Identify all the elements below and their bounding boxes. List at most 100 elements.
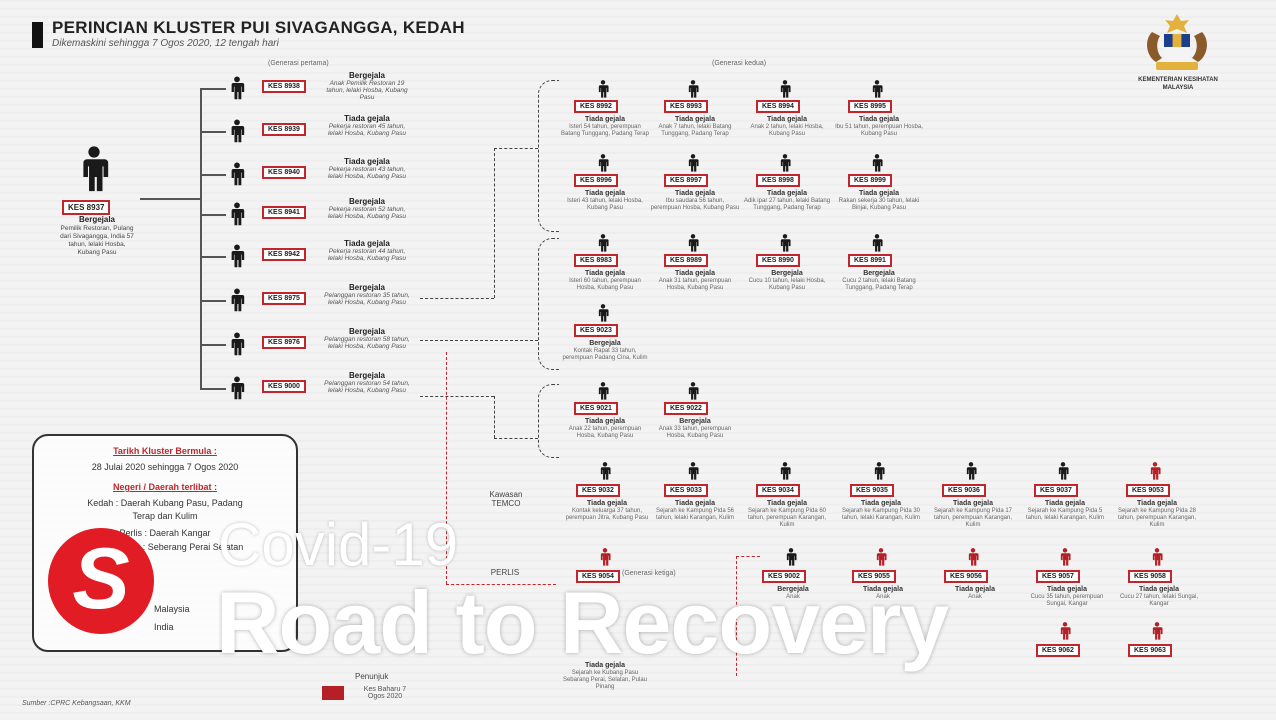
- case-detail: Pekerja restoran 44 tahun, lelaki Hosba,…: [327, 248, 407, 262]
- case-tag: KES 8996: [574, 174, 618, 187]
- case-detail: Pekerja restoran 43 tahun, lelaki Hosba,…: [327, 166, 407, 180]
- case-status: Tiada gejala: [767, 116, 807, 123]
- person-icon: [598, 234, 609, 252]
- person-icon: [1060, 548, 1071, 566]
- case-detail: Kontak keluarga 37 tahun, perempuan Jitr…: [565, 508, 649, 521]
- connector-line: [200, 174, 226, 176]
- source-credit: Sumber :CPRC Kebangsaan, KKM: [22, 700, 131, 707]
- person-icon: [872, 154, 883, 172]
- case-status: Tiada gejala: [585, 116, 625, 123]
- case-status: Tiada gejala: [675, 270, 715, 277]
- person-icon: [598, 304, 609, 322]
- case-detail: Anak: [876, 594, 890, 600]
- page-title: PERINCIAN KLUSTER PUI SIVAGANGGA, KEDAH: [52, 18, 465, 37]
- case-tag: KES 9021: [574, 402, 618, 415]
- person-icon: [780, 462, 791, 480]
- case-detail: Isteri 54 tahun, perempuan Batang Tungga…: [561, 124, 649, 137]
- case-detail: Pekerja restoran 45 tahun, lelaki Hosba,…: [327, 123, 407, 137]
- overlay-title-covid: Covid-19: [218, 511, 459, 578]
- case-tag: KES 9022: [664, 402, 708, 415]
- person-icon: [872, 80, 883, 98]
- case-tag: KES 9054: [576, 570, 620, 583]
- legend-text: Kes Baharu 7 Ogos 2020: [363, 686, 407, 700]
- connector-line: [200, 300, 226, 302]
- case-tag: KES 8975: [262, 292, 306, 305]
- person-icon: [688, 462, 699, 480]
- case-status: Tiada gejala: [861, 500, 901, 507]
- case-tag: KES 8942: [262, 248, 306, 261]
- red-dash-connector: [446, 584, 556, 585]
- info-state-perlis: Perlis : Daerah Kangar: [119, 528, 211, 538]
- dash-connector: [420, 340, 538, 341]
- info-state-penang: Pulau Pinang : Seberang Perai Selatan: [86, 542, 244, 552]
- case-status: Bergejala: [78, 215, 116, 224]
- legend-title: Penunjuk: [355, 672, 389, 681]
- case-tag: KES 9063: [1128, 644, 1172, 657]
- case-tag: KES 9023: [574, 324, 618, 337]
- case-status: Tiada gejala: [585, 418, 625, 425]
- case-tag: KES 9033: [664, 484, 708, 497]
- person-icon: [1152, 622, 1163, 640]
- case-detail: Pelanggan restoran 35 tahun, lelaki Hosb…: [324, 292, 410, 306]
- case-detail: Sejarah ke Kampung Pida 30 tahun, lelaki…: [841, 508, 921, 521]
- gen2-label: (Generasi kedua): [712, 60, 767, 67]
- case-detail: Kontak Rapat 33 tahun, perempuan Padang …: [562, 348, 648, 361]
- info-date: 28 Julai 2020 sehingga 7 Ogos 2020: [91, 462, 239, 472]
- connector-line: [200, 131, 226, 133]
- info-country-malaysia: Malaysia: [154, 604, 190, 614]
- case-tag: KES 9036: [942, 484, 986, 497]
- person-icon: [872, 234, 883, 252]
- case-detail: Sejarah ke Kampung Pida 17 tahun, peremp…: [933, 508, 1013, 528]
- person-icon: [231, 119, 245, 143]
- case-detail: Ibu saudara 56 tahun, perempuan Hosba, K…: [650, 198, 740, 211]
- page-subtitle: Dikemaskini sehingga 7 Ogos 2020, 12 ten…: [52, 38, 279, 49]
- case-status: Tiada gejala: [585, 190, 625, 197]
- person-icon: [598, 80, 609, 98]
- person-icon: [600, 462, 611, 480]
- case-tag: KES 9058: [1128, 570, 1172, 583]
- case-tag: KES 8991: [848, 254, 892, 267]
- person-icon: [1150, 462, 1161, 480]
- case-status: Tiada gejala: [1139, 586, 1179, 593]
- bracket-curve: [538, 238, 559, 370]
- dash-connector: [494, 396, 495, 438]
- person-icon: [231, 244, 245, 268]
- case-tag: KES 9034: [756, 484, 800, 497]
- case-tag: KES 8999: [848, 174, 892, 187]
- person-icon: [1058, 462, 1069, 480]
- case-status: Bergejala: [348, 197, 386, 206]
- case-tag: KES 8989: [664, 254, 708, 267]
- case-status: Tiada gejala: [863, 586, 903, 593]
- case-detail: Pemilik Restoran, Pulang dari Sivagangga…: [60, 225, 134, 256]
- connector-line: [200, 256, 226, 258]
- person-icon: [1060, 622, 1071, 640]
- case-detail: Pelanggan restoran 54 tahun, lelaki Hosb…: [324, 380, 410, 394]
- person-icon: [83, 146, 109, 192]
- case-tag: KES 8997: [664, 174, 708, 187]
- case-tag: KES 9035: [850, 484, 894, 497]
- case-detail: Pekerja restoran 52 tahun, lelaki Hosba,…: [327, 206, 407, 220]
- person-icon: [780, 80, 791, 98]
- case-status: Tiada gejala: [585, 662, 625, 669]
- case-detail: Isteri 60 tahun, perempuan Hosba, Kubang…: [569, 278, 641, 291]
- person-icon: [688, 80, 699, 98]
- connector-line: [200, 88, 226, 90]
- case-status: Bergejala: [589, 340, 621, 347]
- person-icon: [968, 548, 979, 566]
- case-status: Tiada gejala: [767, 500, 807, 507]
